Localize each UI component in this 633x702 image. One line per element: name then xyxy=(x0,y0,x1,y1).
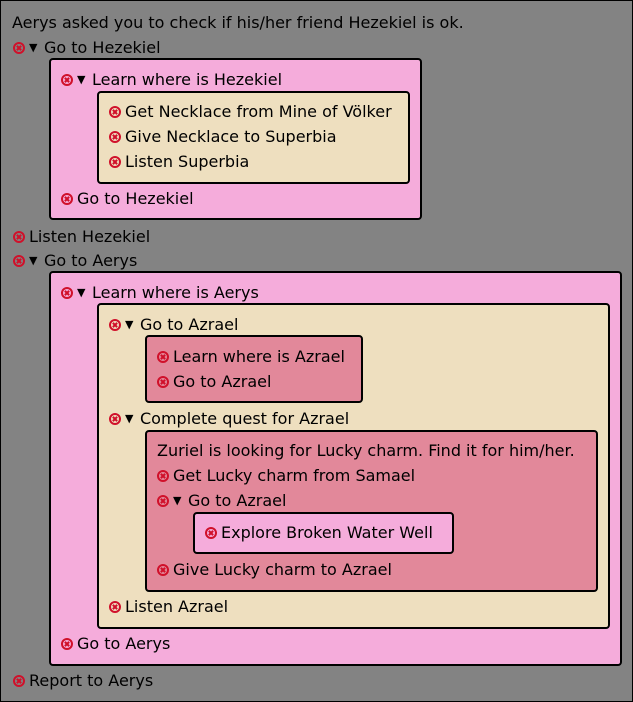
step-go-to-aerys-group[interactable]: ▼ Go to Aerys xyxy=(13,248,137,273)
step-go-to-azrael-sub[interactable]: ▼ Go to Azrael xyxy=(157,488,286,513)
step-listen-hezekiel[interactable]: Listen Hezekiel xyxy=(13,224,150,249)
cancel-circle-icon xyxy=(157,469,169,482)
group-complete-quest-box xyxy=(145,430,598,592)
triangle-down-icon[interactable]: ▼ xyxy=(125,412,134,425)
step-go-to-hezekiel[interactable]: Go to Hezekiel xyxy=(61,186,194,211)
step-explore-well[interactable]: Explore Broken Water Well xyxy=(205,520,433,545)
step-get-lucky-charm[interactable]: Get Lucky charm from Samael xyxy=(157,463,415,488)
quest-description: Aerys asked you to check if his/her frie… xyxy=(12,13,464,32)
triangle-down-icon[interactable]: ▼ xyxy=(29,254,38,267)
cancel-circle-icon xyxy=(13,230,25,243)
cancel-circle-icon xyxy=(157,375,169,388)
step-listen-azrael[interactable]: Listen Azrael xyxy=(109,594,228,619)
cancel-circle-icon xyxy=(109,600,121,613)
cancel-circle-icon xyxy=(61,73,73,86)
step-give-necklace[interactable]: Give Necklace to Superbia xyxy=(109,124,337,149)
step-listen-superbia[interactable]: Listen Superbia xyxy=(109,149,249,174)
cancel-circle-icon xyxy=(157,563,169,576)
cancel-circle-icon xyxy=(13,41,25,54)
step-go-to-azrael-group[interactable]: ▼ Go to Azrael xyxy=(109,312,238,337)
cancel-circle-icon xyxy=(13,254,25,267)
group-go-to-azrael-box xyxy=(145,335,363,403)
step-go-to-aerys[interactable]: Go to Aerys xyxy=(61,631,170,656)
cancel-circle-icon xyxy=(205,526,217,539)
cancel-circle-icon xyxy=(109,130,121,143)
step-learn-where-azrael[interactable]: Learn where is Azrael xyxy=(157,344,345,369)
triangle-down-icon[interactable]: ▼ xyxy=(77,73,86,86)
step-go-to-hezekiel-group[interactable]: ▼ Go to Hezekiel xyxy=(13,35,161,60)
cancel-circle-icon xyxy=(61,637,73,650)
cancel-circle-icon xyxy=(61,192,73,205)
cancel-circle-icon xyxy=(109,105,121,118)
step-give-lucky-charm[interactable]: Give Lucky charm to Azrael xyxy=(157,557,392,582)
cancel-circle-icon xyxy=(109,318,121,331)
cancel-circle-icon xyxy=(157,494,169,507)
cancel-circle-icon xyxy=(13,674,25,687)
triangle-down-icon[interactable]: ▼ xyxy=(29,41,38,54)
step-learn-where-aerys[interactable]: ▼ Learn where is Aerys xyxy=(61,280,259,305)
triangle-down-icon[interactable]: ▼ xyxy=(125,318,134,331)
triangle-down-icon[interactable]: ▼ xyxy=(173,494,182,507)
group-go-to-azrael-sub-box xyxy=(193,512,454,554)
cancel-circle-icon xyxy=(157,350,169,363)
step-learn-where-hezekiel[interactable]: ▼ Learn where is Hezekiel xyxy=(61,67,282,92)
group-learn-hezekiel-box xyxy=(97,91,410,184)
cancel-circle-icon xyxy=(109,412,121,425)
step-go-to-azrael[interactable]: Go to Azrael xyxy=(157,369,271,394)
subquest-description: Zuriel is looking for Lucky charm. Find … xyxy=(157,441,575,460)
step-complete-quest-azrael[interactable]: ▼ Complete quest for Azrael xyxy=(109,406,349,431)
cancel-circle-icon xyxy=(109,155,121,168)
step-get-necklace[interactable]: Get Necklace from Mine of Völker xyxy=(109,99,392,124)
cancel-circle-icon xyxy=(61,286,73,299)
triangle-down-icon[interactable]: ▼ xyxy=(77,286,86,299)
step-report-to-aerys[interactable]: Report to Aerys xyxy=(13,668,153,693)
